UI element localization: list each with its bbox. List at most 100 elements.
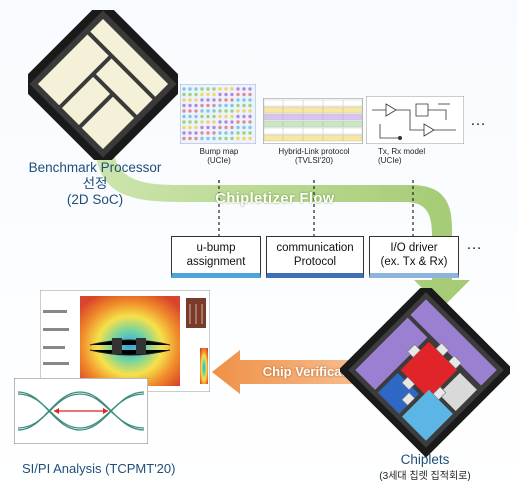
bump-dot (206, 120, 210, 124)
bump-dot (182, 131, 186, 135)
bump-dot (188, 92, 192, 97)
bump-dot (230, 92, 234, 97)
bump-dot (182, 125, 186, 130)
bump-dot (194, 120, 198, 124)
txrx-caption: Tx, Rx model (UCIe) (366, 147, 458, 165)
bump-dot (218, 131, 222, 135)
bump-dot (248, 92, 252, 97)
bump-dot (200, 92, 204, 97)
bump-dot (224, 114, 228, 119)
bump-dot (248, 120, 252, 124)
bump-dot (224, 109, 228, 113)
bump-dot (194, 92, 198, 97)
eye-diagram (14, 378, 148, 444)
bump-dot (194, 109, 198, 113)
bump-dot (236, 98, 240, 102)
processor-chip-icon (28, 10, 178, 160)
protocol-caption: Hybrid-Link protocol (TVLSI'20) (262, 147, 366, 165)
bump-dot (224, 131, 228, 135)
orange-verify-arrow (212, 350, 388, 394)
bump-dot (188, 87, 192, 91)
protocol-table-thumbnail (263, 98, 363, 144)
bump-dot (230, 98, 234, 102)
bump-dot (230, 131, 234, 135)
protocol-table-row (263, 113, 363, 121)
bump-map-caption-line2: (UCIe) (207, 156, 231, 165)
bump-dot (236, 131, 240, 135)
ubump-box: u-bump assignment (171, 236, 261, 278)
processor-label-line1: Benchmark Processor (28, 160, 162, 175)
bump-dot (236, 109, 240, 113)
bump-dot (206, 103, 210, 108)
bump-dot (242, 98, 246, 102)
protocol-line1: communication (276, 242, 354, 254)
bump-dot (200, 114, 204, 119)
chiplets-icon (340, 288, 510, 458)
protocol-table-row (263, 120, 363, 128)
bump-dot (224, 98, 228, 102)
bump-dot (182, 103, 186, 108)
bump-dot (248, 114, 252, 119)
bump-dot (224, 87, 228, 91)
protocol-caption-line1: Hybrid-Link protocol (278, 147, 350, 156)
bump-dot (218, 98, 222, 102)
bump-dot (212, 92, 216, 97)
bump-dot (200, 109, 204, 113)
bump-dot (194, 103, 198, 108)
sipi-heatmap (40, 290, 210, 392)
bump-dot (242, 125, 246, 130)
protocol-caption-line2: (TVLSI'20) (295, 156, 333, 165)
bump-dot (182, 136, 186, 141)
bump-dot (248, 109, 252, 113)
bump-dot (194, 114, 198, 119)
bump-dot (188, 131, 192, 135)
txrx-schematic-thumbnail (366, 96, 464, 144)
bump-dot (242, 136, 246, 141)
chiplets-label-line2: (3세대 칩렛 집적회로) (379, 471, 471, 482)
bump-dot (248, 103, 252, 108)
bump-dot (206, 98, 210, 102)
bump-dot (242, 131, 246, 135)
bump-dot (230, 87, 234, 91)
ellipsis-boxes: … (466, 236, 483, 253)
bump-dot (248, 87, 252, 91)
bump-dot (212, 136, 216, 141)
bump-dot (236, 125, 240, 130)
bump-dot (188, 125, 192, 130)
bump-dot (218, 125, 222, 130)
bump-dot (224, 125, 228, 130)
bump-dot (200, 98, 204, 102)
bump-map-caption: Bump map (UCIe) (176, 147, 262, 165)
protocol-table-row (263, 134, 363, 142)
processor-label-line3: (2D SoC) (66, 192, 124, 207)
ellipsis-top: … (470, 112, 487, 129)
bump-dot (248, 136, 252, 141)
bump-dot (242, 92, 246, 97)
bump-dot (242, 109, 246, 113)
bump-dot (188, 109, 192, 113)
bump-dot (182, 109, 186, 113)
bump-dot (194, 98, 198, 102)
bump-dot (182, 98, 186, 102)
flow-label: Chipletizer Flow (215, 191, 335, 207)
bump-dot (236, 136, 240, 141)
verify-label: Chip Verification (262, 364, 366, 379)
bump-dot (212, 109, 216, 113)
processor-label-line2: 선정 (82, 176, 108, 191)
sipi-label: SI/PI Analysis (TCPMT'20) (22, 461, 176, 476)
bump-dot (194, 131, 198, 135)
bump-dot (206, 114, 210, 119)
bump-dot (188, 136, 192, 141)
io-driver-line1: I/O driver (390, 242, 438, 254)
txrx-caption-line1: Tx, Rx model (378, 147, 426, 156)
bump-dot (182, 92, 186, 97)
bump-dot (236, 103, 240, 108)
bump-dot (188, 98, 192, 102)
processor-label: Benchmark Processor 선정 (2D SoC) (20, 160, 170, 208)
bump-dot (230, 120, 234, 124)
bump-dot (218, 109, 222, 113)
bump-dot (200, 125, 204, 130)
protocol-box: communication Protocol (266, 236, 364, 278)
bump-dot (206, 136, 210, 141)
